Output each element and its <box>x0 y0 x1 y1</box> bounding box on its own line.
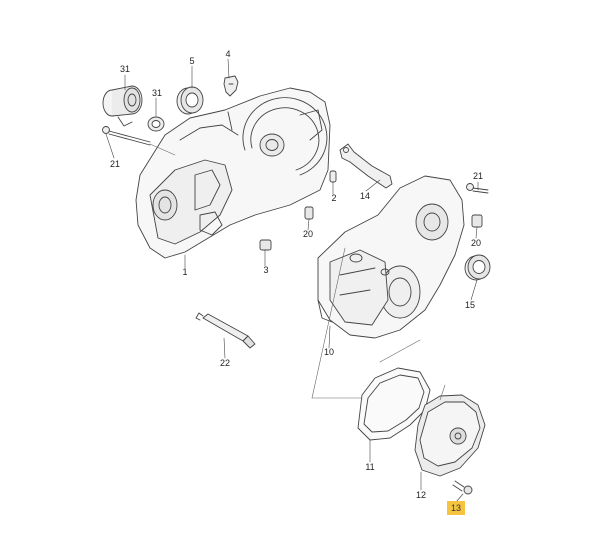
alignment-lines <box>149 143 446 401</box>
part-13-bolt <box>452 480 473 495</box>
callout-14: 14 <box>359 191 371 201</box>
callout-21-left: 21 <box>109 159 121 169</box>
callout-3: 3 <box>263 265 269 275</box>
callout-21-right: 21 <box>472 171 484 181</box>
callout-12: 12 <box>415 490 427 500</box>
callout-31-small: 31 <box>151 88 163 98</box>
part-14-rod <box>339 143 393 189</box>
part-2-pin <box>329 170 337 183</box>
part-21-bolt-right <box>466 183 489 194</box>
part-12-cover <box>414 394 486 477</box>
part-4-bracket <box>223 75 239 97</box>
part-3-sleeve <box>259 239 272 251</box>
callout-20-right: 20 <box>470 238 482 248</box>
part-20-sleeve-right <box>471 214 483 228</box>
part-1-main-housing <box>135 87 331 259</box>
callout-31: 31 <box>119 64 131 74</box>
part-21-bolt-left <box>102 126 151 146</box>
callout-20-left: 20 <box>302 229 314 239</box>
part-10-gear-housing <box>317 175 465 339</box>
callout-15: 15 <box>464 300 476 310</box>
callout-13-highlighted[interactable]: 13 <box>446 501 466 515</box>
part-20-sleeve-left <box>304 206 314 220</box>
callout-11: 11 <box>365 462 375 472</box>
callout-1: 1 <box>182 267 188 277</box>
callout-2: 2 <box>331 193 337 203</box>
part-22-sealant-tube <box>195 312 256 349</box>
part-5-shaft-seal <box>176 86 204 115</box>
part-15-seal <box>464 254 491 281</box>
part-31-bearing-cup <box>102 85 143 127</box>
callout-5: 5 <box>189 56 195 66</box>
leader-lines <box>105 58 479 503</box>
callout-10: 10 <box>323 347 335 357</box>
callout-4: 4 <box>225 49 231 59</box>
callout-22: 22 <box>219 358 231 368</box>
part-31-small-seal <box>147 116 165 132</box>
part-11-gasket <box>357 367 431 441</box>
